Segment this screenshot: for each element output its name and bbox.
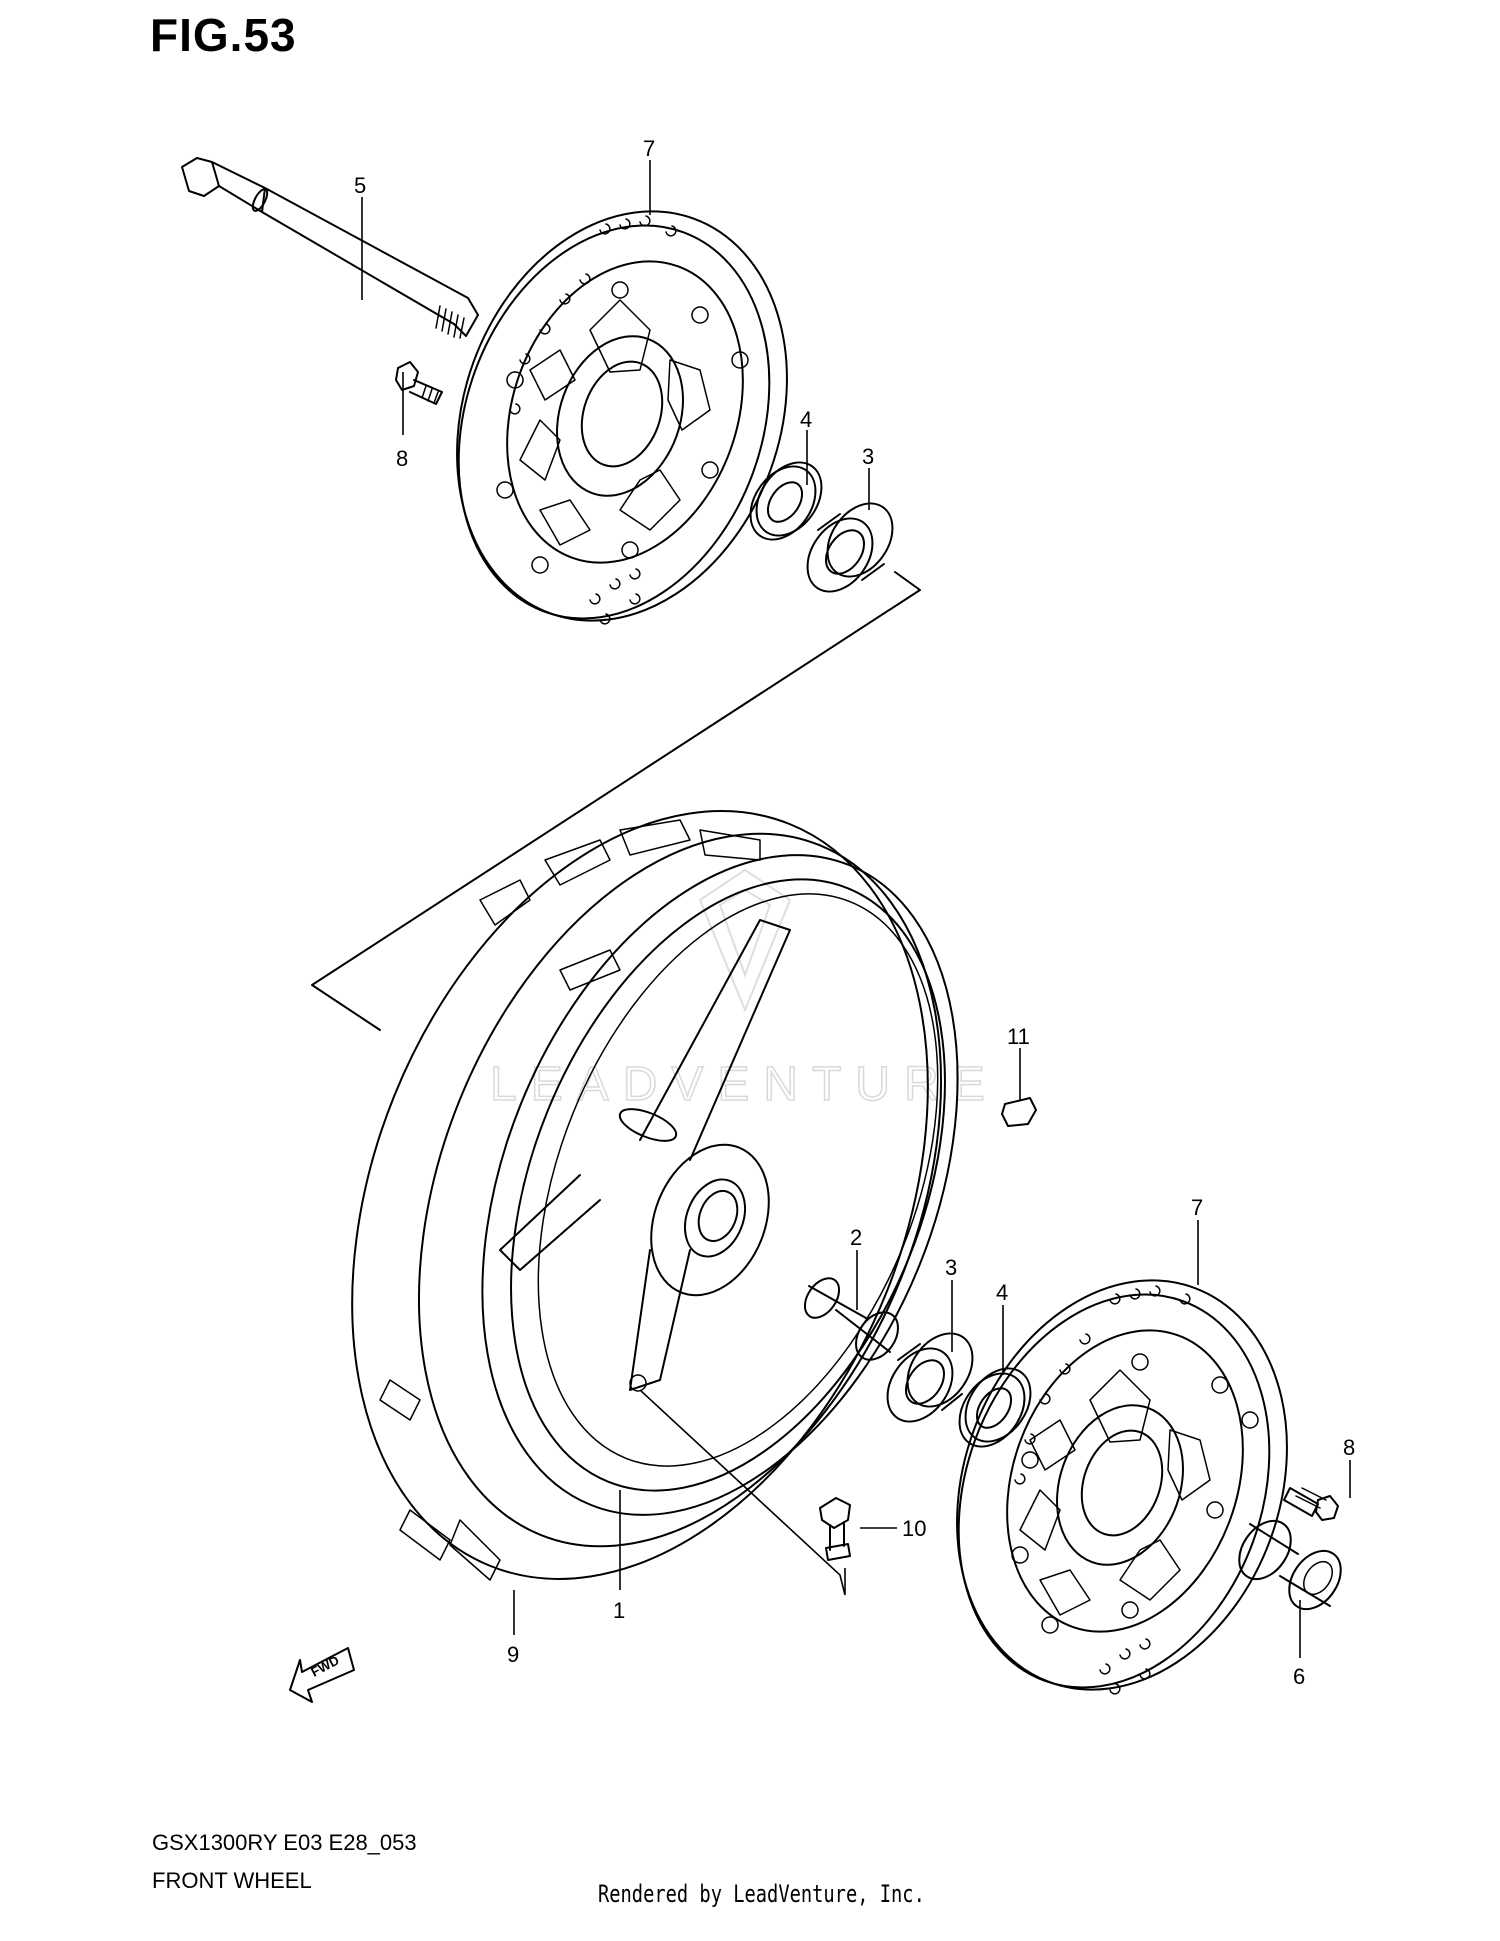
bearing-upper [806,502,894,593]
fwd-label: FWD [308,1653,341,1680]
callout-8-upper: 8 [396,446,408,471]
model-code: GSX1300RY E03 E28_053 [152,1830,417,1855]
callout-3-upper: 3 [862,444,874,469]
forward-direction-arrow: FWD [289,1647,355,1703]
brake-disc-upper [456,210,788,625]
callout-10: 10 [902,1516,926,1541]
callout-3-lower: 3 [945,1255,957,1280]
callout-7-upper: 7 [643,136,655,161]
callout-2: 2 [850,1225,862,1250]
disc-bolt-upper [395,361,443,405]
callout-6: 6 [1293,1664,1305,1689]
rendered-by-credit: Rendered by LeadVenture, Inc. [598,1880,925,1908]
tire-valve [819,1497,851,1561]
callout-4-upper: 4 [800,407,812,432]
callout-4-lower: 4 [996,1280,1008,1305]
dust-seal-upper [749,461,823,541]
bearing-lower [886,1332,974,1423]
wheel-spacer [803,1277,899,1361]
balancer-weight [1001,1097,1037,1127]
callout-leaders [361,160,1351,1658]
callout-7-lower: 7 [1191,1195,1203,1220]
brake-disc-lower [956,1279,1288,1695]
assembly-bracket [311,571,921,1031]
section-name: FRONT WHEEL [152,1868,312,1893]
watermark-text: LEADVENTURE [490,1058,999,1111]
disc-bolt-lower [1283,1487,1339,1521]
callout-5: 5 [354,173,366,198]
callout-11: 11 [1007,1024,1030,1049]
front-wheel-tire [351,810,959,1581]
callout-9: 9 [507,1642,519,1667]
callout-labels: 5 7 8 4 3 11 2 3 4 7 8 10 1 9 6 [354,136,1355,1689]
callout-1: 1 [613,1598,625,1623]
callout-8-lower: 8 [1343,1435,1355,1460]
front-axle [181,157,479,339]
axle-collar [1238,1519,1342,1611]
figure-title: FIG.53 [150,9,297,61]
